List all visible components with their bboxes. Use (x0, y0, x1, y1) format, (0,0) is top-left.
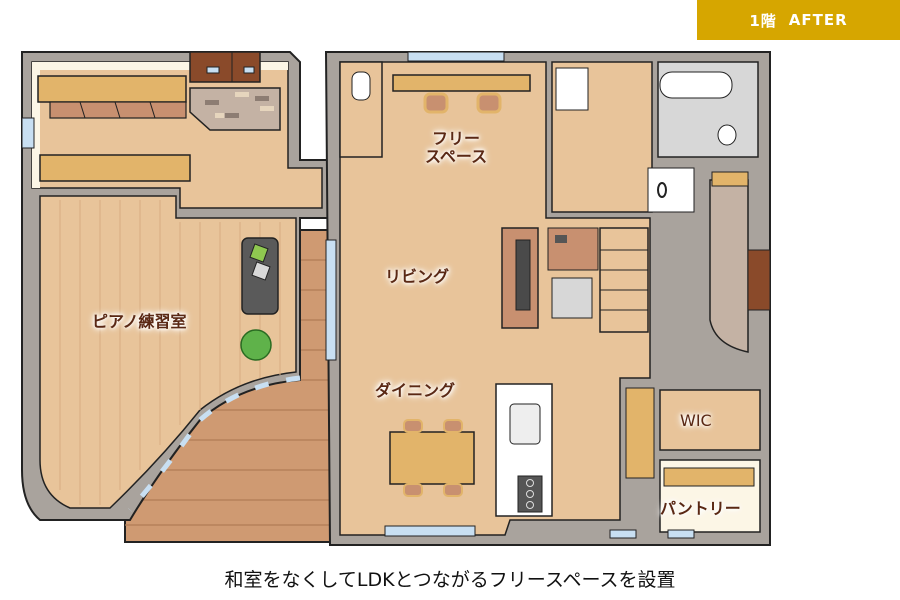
room-label-dining: ダイニング (375, 381, 456, 400)
right-block (324, 51, 771, 546)
plan-state: AFTER (788, 11, 848, 29)
free-space-line1: フリー (432, 129, 481, 148)
room-label-free-space: フリー スペース (425, 129, 488, 167)
floor-badge: 1階 AFTER (697, 0, 900, 40)
floor-plan (21, 51, 771, 546)
caption: 和室をなくしてLDKとつながるフリースペースを設置 (224, 569, 676, 591)
room-label-pantry: パントリー (660, 499, 741, 518)
room-label-wic: WIC (680, 411, 712, 430)
floor-number: 1階 (749, 11, 777, 30)
room-label-piano-room: ピアノ練習室 (92, 312, 187, 331)
room-label-living: リビング (385, 267, 450, 286)
left-block (21, 51, 333, 521)
free-space-line2: スペース (425, 147, 488, 167)
